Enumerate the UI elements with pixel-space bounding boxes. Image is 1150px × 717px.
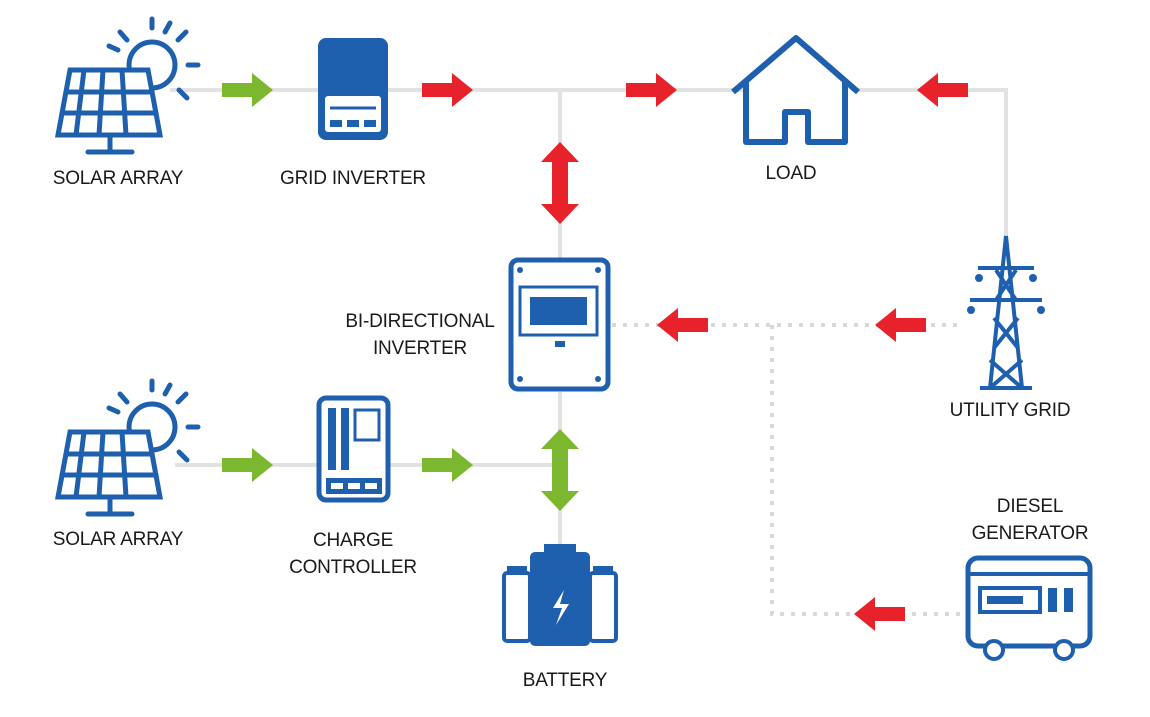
house-icon: [731, 35, 860, 145]
load-label: LOAD: [765, 163, 817, 184]
bidirectional-inverter-icon: [508, 257, 611, 392]
arrow-utility-to-inverter: [657, 308, 708, 342]
arrow-solar-to-charge-controller: [222, 448, 273, 482]
arrow-charge-controller-out: [422, 448, 473, 482]
line-generator-to-bidirectional: [770, 325, 965, 616]
solar-panel-icon: [54, 378, 201, 517]
utility-grid-label: UTILITY GRID: [949, 400, 1071, 421]
arrow-solar-to-grid-inverter: [222, 73, 273, 107]
solar-panel-icon: [54, 16, 201, 155]
solar-array-bottom-label: SOLAR ARRAY: [52, 529, 184, 550]
generator-icon: [965, 555, 1093, 661]
arrow-utility-to-load: [917, 73, 968, 107]
diesel-generator-label: DIESEL GENERATOR: [971, 496, 1089, 544]
arrow-grid-inverter-out: [422, 73, 473, 107]
charge-controller-icon: [316, 395, 391, 503]
solar-array-top-label: SOLAR ARRAY: [52, 168, 184, 189]
grid-inverter-label: GRID INVERTER: [280, 168, 426, 189]
bidirectional-inverter-label: BI-DIRECTIONAL INVERTER: [345, 311, 495, 359]
dotted-lines: [612, 323, 965, 616]
arrow-utility-branch: [875, 308, 926, 342]
grid-inverter-icon: [318, 38, 388, 140]
arrow-bus-bidirectional: [541, 142, 579, 224]
battery-label: BATTERY: [522, 670, 608, 691]
battery-icon: [502, 544, 618, 646]
charge-controller-label: CHARGE CONTROLLER: [289, 530, 417, 578]
arrow-generator-to-inverter: [854, 597, 905, 631]
line-utility-grid-to-load: [858, 88, 1008, 240]
arrow-to-load: [626, 73, 677, 107]
connection-lines: [170, 88, 1008, 545]
transmission-tower-icon: [967, 235, 1045, 390]
arrow-inverter-battery: [541, 429, 579, 511]
